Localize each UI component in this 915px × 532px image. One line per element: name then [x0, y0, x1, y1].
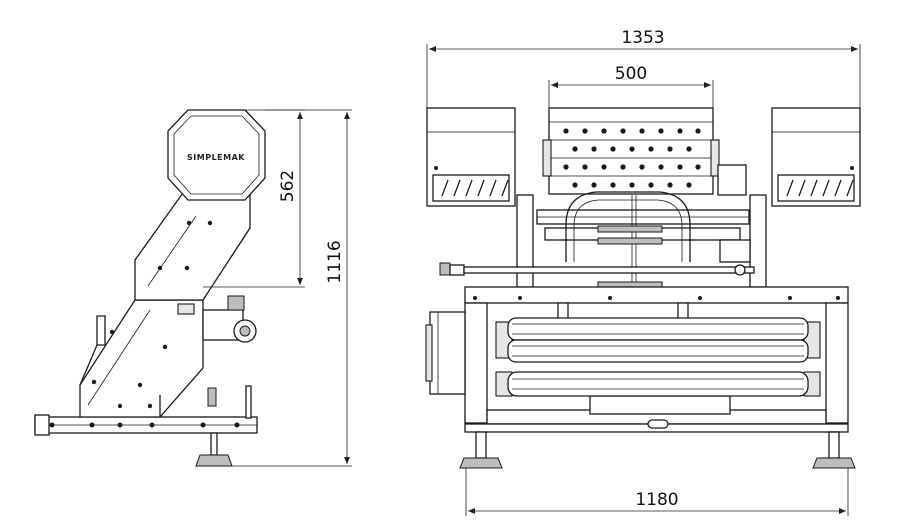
- front-rollers: [495, 317, 821, 397]
- dim-label-1180: 1180: [635, 490, 678, 510]
- dim-label-1353: 1353: [621, 28, 664, 48]
- dim-total-width: 1353: [426, 28, 861, 108]
- front-feet: [459, 431, 856, 469]
- front-lower-frame: [464, 286, 849, 433]
- front-brush-drum: [542, 107, 720, 195]
- side-crank-handle: [202, 295, 257, 343]
- front-right-cover: [771, 107, 861, 207]
- dim-head-width: 500: [548, 64, 714, 108]
- side-head-octagon: SIMPLEMAK: [167, 109, 266, 201]
- front-shaft: [439, 262, 755, 276]
- front-upper-frame: [516, 164, 767, 290]
- front-view: 1353 500 1180: [425, 28, 861, 516]
- dim-head-height: 562: [203, 109, 305, 288]
- side-view: SIMPLEMAK 562 1116: [34, 109, 352, 467]
- side-lower-body: [79, 299, 204, 418]
- front-left-cover: [426, 107, 516, 207]
- side-base-frame: [34, 414, 258, 436]
- front-motor: [425, 311, 466, 395]
- brush-bristles: [563, 128, 701, 188]
- dim-label-562: 562: [278, 170, 298, 202]
- dim-base-width: 1180: [465, 468, 849, 516]
- side-feet: [195, 385, 252, 467]
- brand-logo: SIMPLEMAK: [187, 153, 245, 162]
- dim-label-1116: 1116: [325, 240, 345, 283]
- dim-total-height: 1116: [232, 109, 352, 467]
- dim-label-500: 500: [615, 64, 647, 84]
- side-upper-column: [134, 189, 251, 301]
